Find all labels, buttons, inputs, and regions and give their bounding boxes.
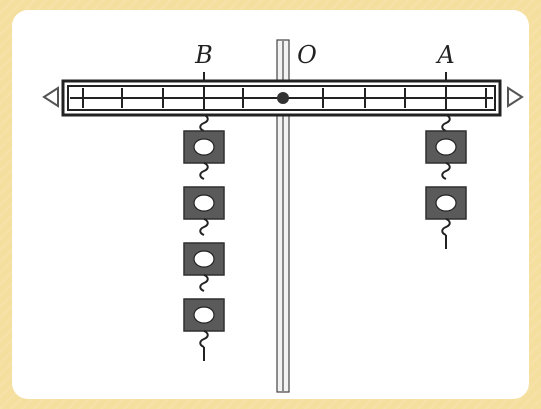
- weight-hole: [193, 250, 215, 268]
- pivot-point: [277, 92, 289, 104]
- right-weight-stack: [425, 114, 467, 249]
- hook: [199, 274, 209, 292]
- label-b: B: [194, 41, 213, 69]
- hook: [199, 330, 209, 348]
- weight-hole: [435, 138, 457, 156]
- hook: [441, 162, 451, 180]
- hook: [199, 218, 209, 236]
- left-weight-stack: [183, 114, 225, 361]
- weight-hole: [435, 194, 457, 212]
- hook: [441, 114, 451, 132]
- label-a: A: [435, 41, 454, 69]
- weight-hole: [193, 194, 215, 212]
- hook: [441, 218, 451, 236]
- lever-ticks: [82, 85, 487, 111]
- hook: [199, 114, 209, 132]
- weight-hole: [193, 138, 215, 156]
- lever-bar: [42, 79, 524, 117]
- hook: [199, 162, 209, 180]
- label-o: O: [297, 41, 317, 69]
- weight-hole: [193, 306, 215, 324]
